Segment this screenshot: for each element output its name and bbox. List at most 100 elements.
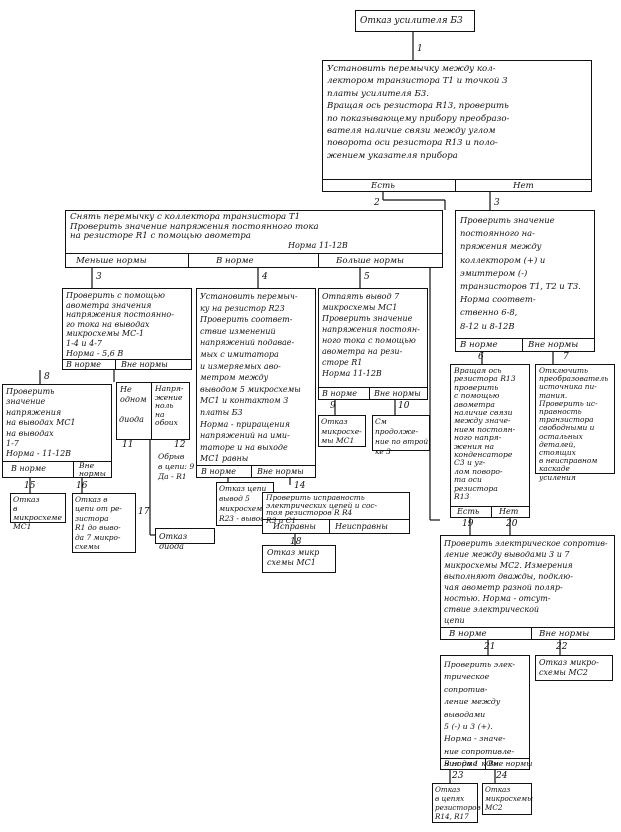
step2-ok-label: В норме bbox=[216, 256, 254, 266]
step4-text: Установить перемыч- ку на резистор R23 П… bbox=[200, 292, 301, 464]
step3-text: Проверить значение постоянного на- пряже… bbox=[460, 215, 581, 331]
step24-text: Отказ микросхемы МС2 bbox=[485, 785, 533, 812]
step14-divider bbox=[263, 519, 409, 520]
step6-split bbox=[491, 506, 492, 518]
step19-number: 19 bbox=[462, 519, 474, 529]
step2-more-label: Больше нормы bbox=[336, 256, 405, 266]
step16-number: 16 bbox=[76, 481, 88, 491]
step8-box: Проверить значение напряжения на выводах… bbox=[2, 384, 112, 478]
step12-diode: диода bbox=[119, 415, 144, 424]
step23-text: Отказ в цепях резисторов R14, R17 bbox=[435, 785, 481, 821]
step7-text: Отключить преобразователь источника пи- … bbox=[539, 366, 609, 482]
step24-box: Отказ микросхемы МС2 bbox=[482, 783, 533, 815]
step15-text: Отказ в микросхеме МС1 bbox=[13, 495, 62, 531]
step3-box: Проверить значение постоянного на- пряже… bbox=[455, 210, 595, 352]
step3b-text: Проверить с помощью авометра значения на… bbox=[66, 291, 174, 358]
step4-box: Установить перемыч- ку на резистор R23 П… bbox=[196, 288, 316, 478]
step22-number: 22 bbox=[556, 642, 568, 652]
step4-number: 4 bbox=[262, 272, 268, 282]
step10-text: См продолже- ние по втрой ке 3 bbox=[375, 417, 429, 456]
step2-number: 2 bbox=[374, 198, 380, 208]
step18-text: Отказ микр схемы МС1 bbox=[267, 548, 320, 567]
step3-divider bbox=[456, 338, 594, 339]
step12-extra-text: Обрыв в цепи: 9 Да - R1 bbox=[158, 452, 195, 481]
step1-no-label: Нет bbox=[513, 181, 534, 191]
step2-norm: Норма 11-12В bbox=[288, 241, 348, 250]
step8-bad-label: Вне нормы bbox=[79, 461, 106, 478]
step5-split bbox=[369, 387, 370, 400]
step14-ok-label: Исправны bbox=[273, 522, 316, 531]
step17-text: Отказ диода bbox=[159, 532, 188, 551]
step20-box: Проверить электрическое сопротив- ление … bbox=[440, 535, 615, 640]
step3-split bbox=[522, 338, 523, 352]
step6-yes-label: Есть bbox=[457, 507, 480, 516]
step7-number: 7 bbox=[563, 352, 569, 362]
step15-number: 15 bbox=[24, 481, 36, 491]
step11-text: Не одном bbox=[120, 385, 147, 404]
step1-number: 1 bbox=[417, 44, 423, 54]
step12-number: 12 bbox=[174, 440, 186, 450]
step5-number: 5 bbox=[364, 272, 370, 282]
step3b-box: Проверить с помощью авометра значения на… bbox=[62, 288, 192, 370]
step8-split bbox=[73, 461, 74, 478]
step3b-number: 3 bbox=[96, 272, 102, 282]
step16-text: Отказ в цепи от ре- зистора R1 до выво- … bbox=[75, 495, 122, 552]
title-text: Отказ усилителя Б3 bbox=[360, 16, 463, 26]
step21-ok-label: В норме bbox=[444, 759, 478, 768]
step17-number: 17 bbox=[138, 507, 150, 517]
step8-ok-label: В норме bbox=[11, 464, 46, 473]
step5-text: Отпаять вывод 7 микросхемы МС1 Проверить… bbox=[322, 292, 420, 378]
step10-box: См продолже- ние по втрой ке 3 bbox=[372, 415, 430, 456]
step3-number: 3 bbox=[494, 198, 500, 208]
step6-text: Вращая ось резистора R13 проверить с пом… bbox=[454, 366, 516, 502]
step14-split bbox=[329, 519, 330, 534]
step7-box: Отключить преобразователь источника пи- … bbox=[535, 364, 615, 481]
step24-number: 24 bbox=[496, 771, 508, 781]
step9-box: Отказ микросхе- мы МС1 bbox=[318, 415, 366, 447]
step1-yes-label: Есть bbox=[371, 181, 395, 191]
step5-ok-label: В норме bbox=[322, 389, 357, 398]
title-box: Отказ усилителя Б3 bbox=[355, 10, 475, 32]
step21-number: 21 bbox=[484, 642, 496, 652]
step1-box: Установить перемычку между кол- лектором… bbox=[322, 60, 592, 192]
step9-text: Отказ микросхе- мы МС1 bbox=[321, 417, 362, 446]
step20-divider bbox=[441, 627, 614, 628]
step3b-divider bbox=[63, 359, 191, 360]
step15-box: Отказ в микросхеме МС1 bbox=[10, 493, 66, 531]
step14-box: Проверить исправность электрических цепе… bbox=[262, 492, 410, 534]
step4-ok-label: В норме bbox=[201, 467, 236, 476]
step21-bad-label: Вне нормы bbox=[488, 759, 533, 768]
step12-extra-box bbox=[160, 450, 194, 472]
step16-box: Отказ в цепи от ре- зистора R1 до выво- … bbox=[72, 493, 136, 553]
step14-number: 14 bbox=[294, 481, 306, 491]
step17-box: Отказ диода bbox=[155, 528, 215, 551]
step8-divider bbox=[3, 461, 111, 462]
step11-box: Не одном Напря- жение ноль на обоих диод… bbox=[116, 382, 190, 440]
step2-text: Снять перемычку с коллектора транзистора… bbox=[70, 212, 319, 242]
step5-bad-label: Вне нормы bbox=[374, 389, 421, 398]
step18-number: 18 bbox=[290, 537, 302, 547]
step14-text: Проверить исправность электрических цепе… bbox=[266, 493, 378, 525]
step22-box: Отказ микро- схемы МС2 bbox=[535, 655, 613, 681]
step1-split bbox=[455, 179, 456, 192]
step23-box: Отказ в цепях резисторов R14, R17 bbox=[432, 783, 481, 823]
step14-bad-label: Неисправны bbox=[335, 522, 388, 531]
step2-less-label: Меньше нормы bbox=[76, 256, 147, 266]
step3b-split bbox=[115, 359, 116, 370]
step3-ok-label: В норме bbox=[460, 340, 498, 350]
step3-bad-label: Вне нормы bbox=[528, 340, 579, 350]
step4-divider bbox=[197, 465, 315, 466]
step2-box: Снять перемычку с коллектора транзистора… bbox=[65, 210, 443, 268]
step11-split bbox=[151, 383, 152, 439]
step4-split bbox=[251, 465, 252, 478]
step6-box: Вращая ось резистора R13 проверить с пом… bbox=[450, 364, 530, 518]
step22-text: Отказ микро- схемы МС2 bbox=[539, 658, 599, 677]
step18-box: Отказ микр схемы МС1 bbox=[262, 545, 336, 573]
step20-number: 20 bbox=[506, 519, 518, 529]
step2-split-a bbox=[188, 253, 189, 268]
step1-divider bbox=[323, 179, 591, 180]
step20-ok-label: В норме bbox=[449, 629, 487, 639]
step21-text: Проверить элек- трическое сопротив- лени… bbox=[444, 660, 516, 769]
step6-divider bbox=[451, 506, 529, 507]
